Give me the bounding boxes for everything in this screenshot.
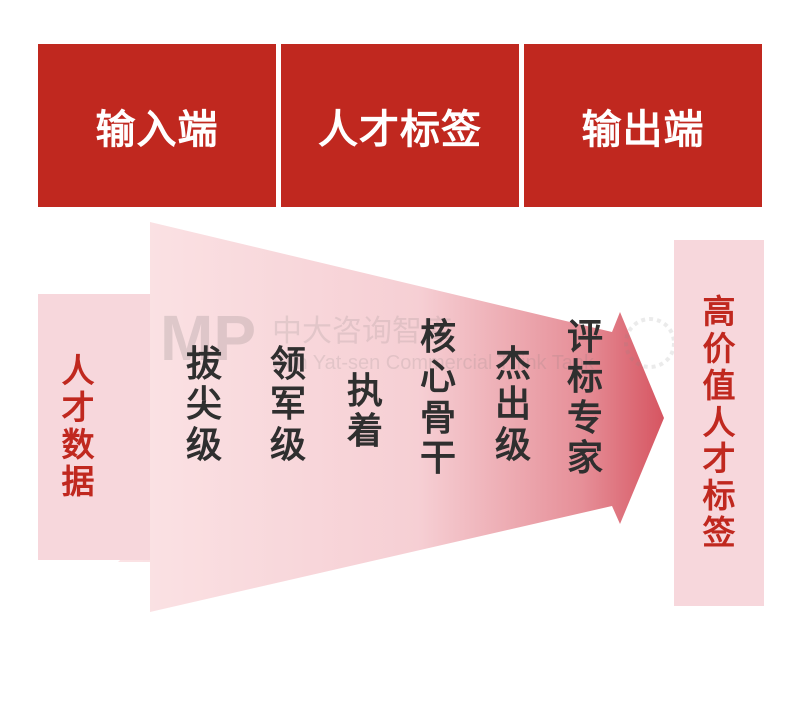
stage-leader: 领军级 xyxy=(270,344,307,466)
output-label: 高 价 值 人 才 标 签 xyxy=(702,291,736,553)
header-talent-tags: 人才标签 xyxy=(281,44,519,207)
stage-outstanding: 杰出级 xyxy=(495,344,532,466)
stage-top-talent: 拔尖级 xyxy=(186,344,223,466)
funnel-body xyxy=(118,222,664,612)
stage-persistent: 执着 xyxy=(347,371,384,453)
header-input: 输入端 xyxy=(38,44,276,207)
input-arrow xyxy=(118,294,150,560)
output-box: 高 价 值 人 才 标 签 xyxy=(674,240,764,606)
stage-review-expert: 评标专家 xyxy=(567,317,604,479)
stage-core-backbone: 核心骨干 xyxy=(420,317,457,479)
input-box: 人 才 数 据 xyxy=(38,294,118,560)
header-output: 输出端 xyxy=(524,44,762,207)
input-label: 人 才 数 据 xyxy=(61,351,95,501)
